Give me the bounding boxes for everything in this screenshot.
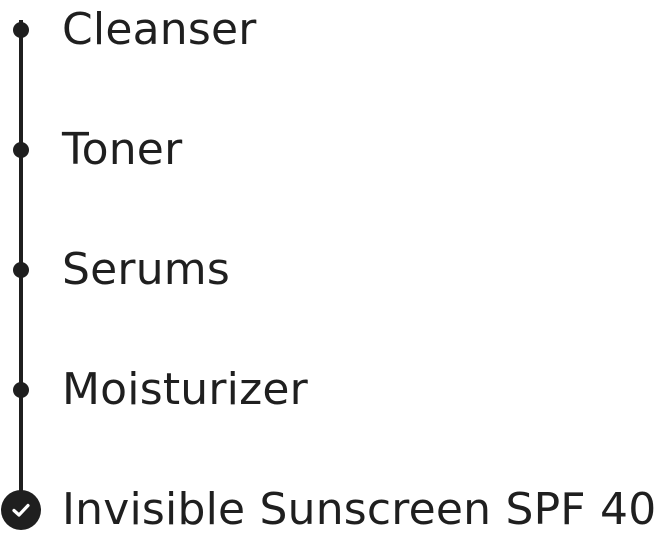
step-label: Cleanser	[62, 4, 257, 55]
dot-icon	[13, 22, 29, 38]
step-label: Moisturizer	[62, 364, 308, 415]
step-cleanser[interactable]: Cleanser	[0, 0, 657, 60]
step-moisturizer[interactable]: Moisturizer	[0, 360, 657, 420]
step-label: Serums	[62, 244, 230, 295]
step-label: Invisible Sunscreen SPF 40	[62, 484, 657, 535]
step-sunscreen[interactable]: Invisible Sunscreen SPF 40	[0, 480, 657, 540]
dot-icon	[13, 382, 29, 398]
step-serums[interactable]: Serums	[0, 240, 657, 300]
step-toner[interactable]: Toner	[0, 120, 657, 180]
step-label: Toner	[62, 124, 183, 175]
dot-icon	[13, 142, 29, 158]
dot-icon	[13, 262, 29, 278]
check-circle-icon	[1, 490, 41, 530]
